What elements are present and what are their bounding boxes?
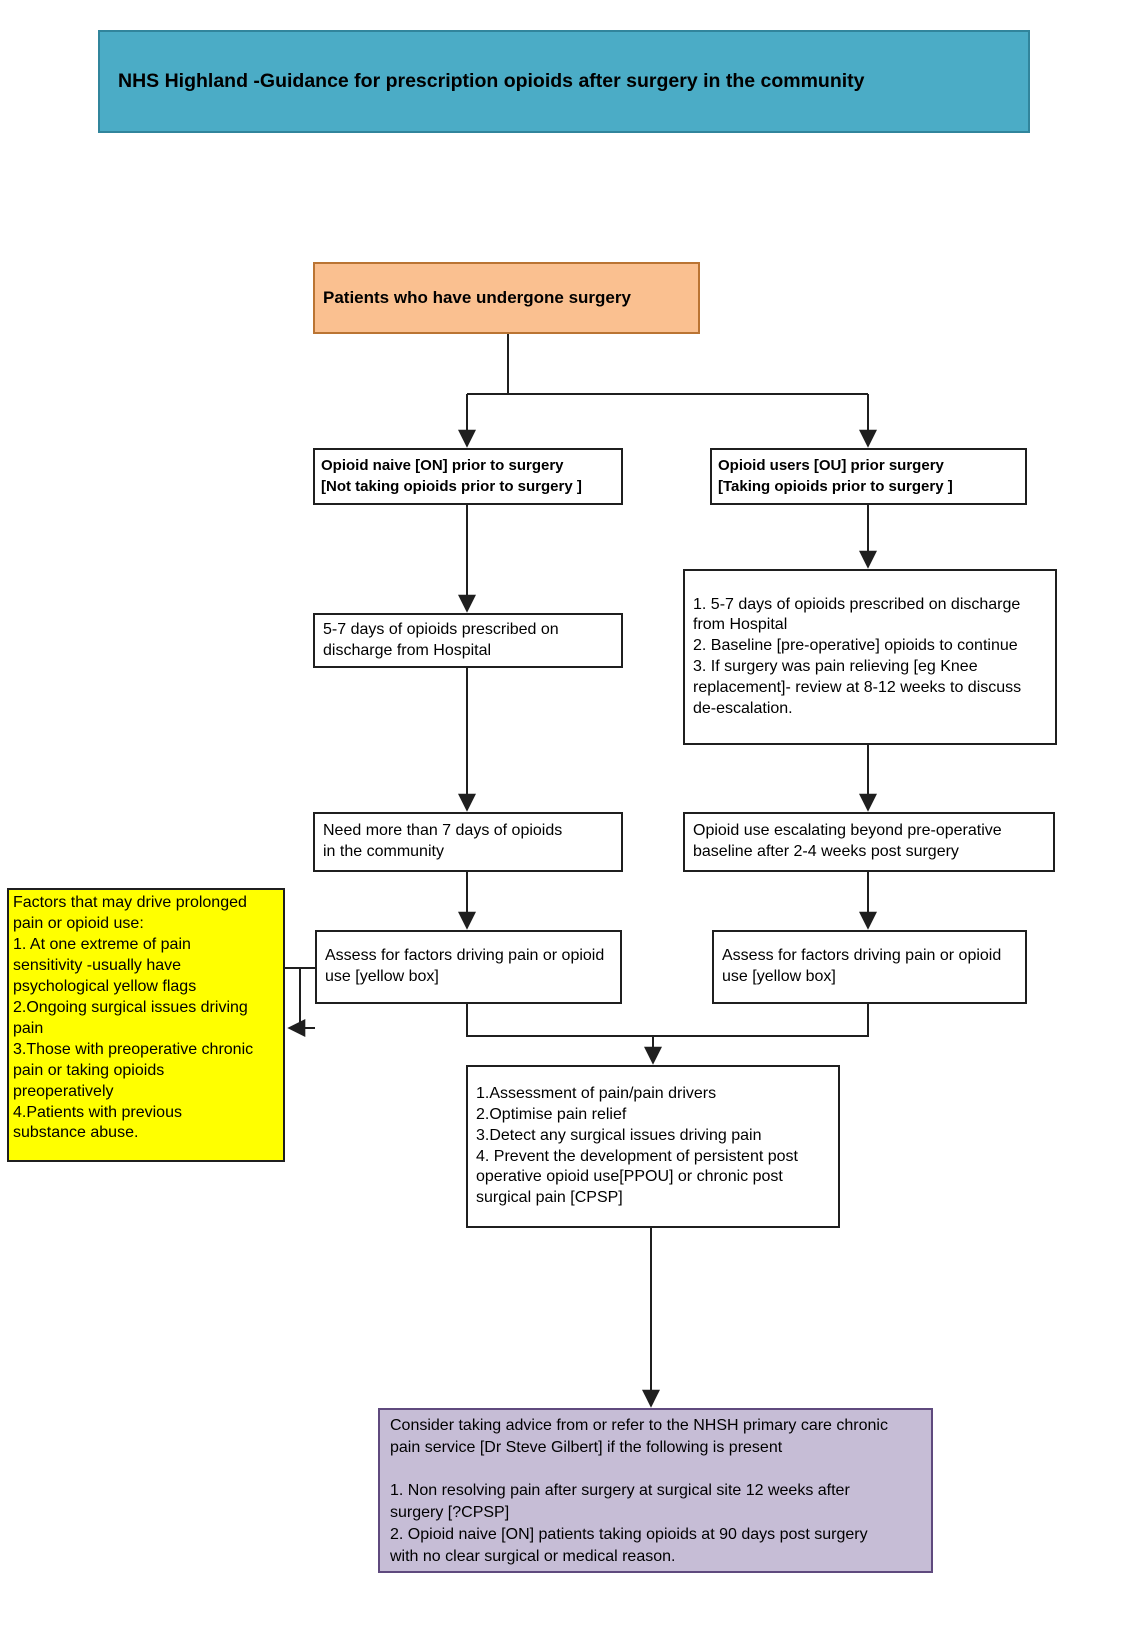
- connector-assess-join: [466, 1004, 869, 1037]
- action-plan-label: 1.Assessment of pain/pain drivers 2.Opti…: [476, 1085, 798, 1207]
- assess-factors-left-node: Assess for factors driving pain or opioi…: [315, 930, 622, 1004]
- opioid-users-node: Opioid users [OU] prior surgery [Taking …: [710, 448, 1027, 505]
- yellow-factors-node: Factors that may drive prolonged pain or…: [7, 888, 285, 1162]
- users-discharge-label: 1. 5-7 days of opioids prescribed on dis…: [693, 595, 1022, 717]
- yellow-factors-label: Factors that may drive prolonged pain or…: [13, 894, 254, 1142]
- referral-advice-label: Consider taking advice from or refer to …: [390, 1417, 888, 1565]
- users-discharge-node: 1. 5-7 days of opioids prescribed on dis…: [683, 569, 1057, 745]
- action-plan-node: 1.Assessment of pain/pain drivers 2.Opti…: [466, 1065, 840, 1228]
- naive-discharge-node: 5-7 days of opioids prescribed on discha…: [313, 613, 623, 668]
- opioid-naive-label: Opioid naive [ON] prior to surgery [Not …: [321, 457, 582, 495]
- escalating-use-label: Opioid use escalating beyond pre-operati…: [693, 822, 1002, 860]
- assess-factors-left-label: Assess for factors driving pain or opioi…: [325, 947, 605, 985]
- assess-factors-right-node: Assess for factors driving pain or opioi…: [712, 930, 1027, 1004]
- need-more-opioids-node: Need more than 7 days of opioids in the …: [313, 812, 623, 872]
- referral-advice-node: Consider taking advice from or refer to …: [378, 1408, 933, 1573]
- page-title: NHS Highland -Guidance for prescription …: [118, 69, 865, 92]
- page-title-banner: NHS Highland -Guidance for prescription …: [98, 30, 1030, 133]
- escalating-use-node: Opioid use escalating beyond pre-operati…: [683, 812, 1055, 872]
- assess-factors-right-label: Assess for factors driving pain or opioi…: [722, 947, 1002, 985]
- naive-discharge-label: 5-7 days of opioids prescribed on discha…: [323, 620, 559, 659]
- start-node: Patients who have undergone surgery: [313, 262, 700, 334]
- opioid-naive-node: Opioid naive [ON] prior to surgery [Not …: [313, 448, 623, 505]
- opioid-users-label: Opioid users [OU] prior surgery [Taking …: [718, 457, 953, 495]
- need-more-opioids-label: Need more than 7 days of opioids in the …: [323, 822, 563, 860]
- start-node-label: Patients who have undergone surgery: [323, 287, 631, 307]
